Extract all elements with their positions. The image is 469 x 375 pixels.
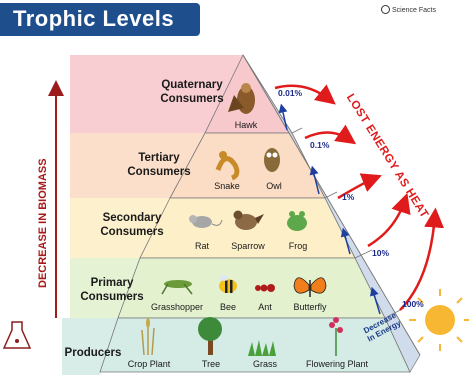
label-primary-line2: Consumers [80, 291, 144, 303]
label-producers-line1: Producers [64, 347, 122, 359]
bee-icon [219, 275, 237, 293]
grass-icon [248, 340, 276, 356]
heat-arrow-2 [304, 124, 357, 145]
org-grasshopper: Grasshopper [150, 302, 204, 312]
owl-icon [264, 148, 280, 172]
pct-quaternary: 0.01% [278, 88, 303, 98]
label-producers: Producers [58, 346, 128, 360]
label-primary: Primary Consumers [72, 276, 152, 304]
label-tertiary-line2: Consumers [127, 166, 191, 178]
title-banner: Trophic Levels [0, 3, 200, 36]
heat-arrow-3 [337, 173, 382, 200]
org-grass: Grass [252, 359, 277, 369]
org-butterfly: Butterfly [293, 302, 327, 312]
label-quaternary-line2: Consumers [160, 93, 224, 105]
energy-arrow-4 [370, 286, 381, 315]
decrease-biomass-label: DECREASE IN BIOMASS [37, 158, 49, 288]
band-primary [70, 258, 140, 318]
pct-primary: 10% [372, 248, 390, 258]
heat-arrow-5 [399, 207, 445, 311]
org-tree: Tree [201, 359, 221, 369]
ant-icon [255, 284, 275, 292]
flask-icon [2, 321, 32, 349]
pct-secondary: 1% [342, 192, 355, 202]
band-secondary [70, 198, 170, 258]
org-snake: Snake [214, 181, 240, 191]
energy-arrow-3 [340, 227, 351, 255]
heat-arrow-1 [274, 84, 336, 105]
heat-arrow-4 [367, 192, 411, 248]
org-sparrow: Sparrow [231, 241, 265, 251]
tree-icon [198, 317, 222, 355]
org-bee: Bee [219, 302, 236, 312]
label-secondary-line2: Consumers [100, 226, 164, 238]
label-tertiary-line1: Tertiary [138, 152, 180, 164]
page-title: Trophic Levels [13, 6, 175, 31]
grasshopper-icon [161, 280, 193, 295]
org-ant: Ant [258, 302, 272, 312]
hawk-icon [228, 83, 255, 114]
sparrow-icon [233, 210, 264, 230]
pct-tertiary: 0.1% [310, 140, 330, 150]
crop-plant-icon [141, 318, 155, 356]
butterfly-icon [293, 277, 327, 297]
label-tertiary: Tertiary Consumers [118, 151, 200, 179]
energy-arrow-1 [278, 103, 288, 131]
snake-icon [215, 151, 240, 181]
brand-name: Science Facts [392, 7, 436, 14]
org-owl: Owl [266, 181, 282, 191]
frog-icon [287, 211, 307, 231]
label-primary-line1: Primary [90, 277, 134, 289]
band-quaternary [70, 55, 243, 133]
rat-icon [189, 215, 223, 228]
flowering-plant-icon [329, 317, 343, 356]
org-flowering-plant: Flowering Plant [305, 359, 369, 369]
label-secondary-line1: Secondary [102, 212, 162, 224]
sun-icon [409, 289, 469, 351]
org-rat: Rat [194, 241, 209, 251]
org-frog: Frog [288, 241, 308, 251]
label-quaternary: Quaternary Consumers [152, 78, 232, 106]
band-tertiary [70, 133, 205, 198]
label-quaternary-line1: Quaternary [161, 79, 223, 91]
energy-arrow-2 [309, 165, 320, 195]
pct-producers: 100% [402, 299, 424, 309]
brand-logo-icon [381, 5, 390, 14]
org-hawk: Hawk [234, 120, 258, 130]
org-crop-plant: Crop Plant [127, 359, 171, 369]
label-secondary: Secondary Consumers [92, 211, 172, 239]
